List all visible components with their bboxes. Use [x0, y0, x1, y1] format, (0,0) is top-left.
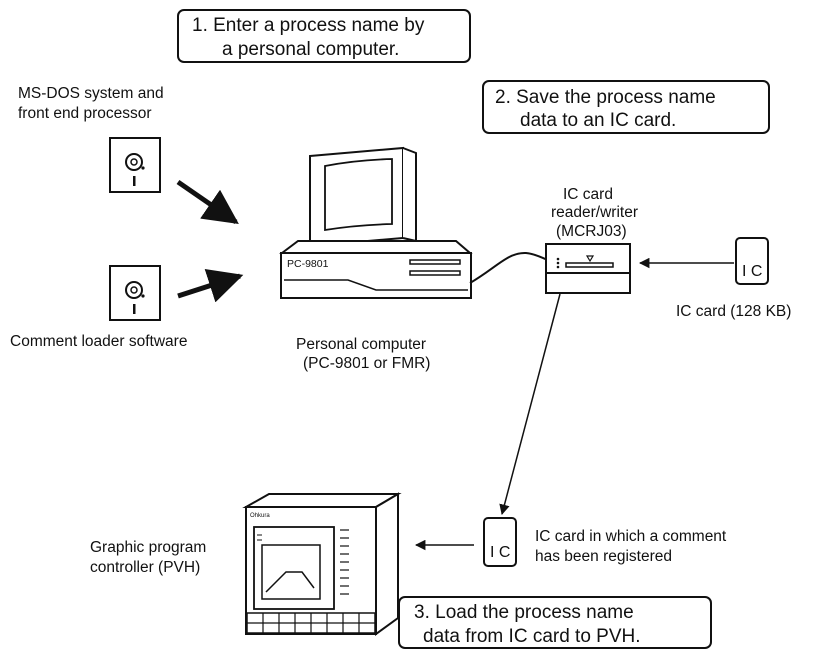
- ic-card-registered-mark: I C: [490, 544, 510, 561]
- controller-pvh-icon: Ohkura: [242, 492, 402, 636]
- pvh-brand: Ohkura: [250, 513, 270, 519]
- ic-card-reader-icon: [545, 243, 631, 294]
- step2-line2: data to an IC card.: [520, 110, 676, 131]
- step3-box: 3. Load the process name data from IC ca…: [398, 596, 712, 649]
- floppy-disk-icon: [109, 265, 161, 321]
- step3-line1: 3. Load the process name: [414, 602, 634, 623]
- ic-card-icon: I C: [483, 517, 517, 567]
- ic-registered-label-line1: IC card in which a comment: [535, 528, 727, 545]
- loader-arrow: [177, 269, 244, 303]
- step1-box: 1. Enter a process name by a personal co…: [177, 9, 471, 63]
- step2-line1: 2. Save the process name: [495, 87, 716, 108]
- pc-label-line1: Personal computer: [296, 336, 426, 353]
- step1-line2: a personal computer.: [222, 39, 399, 60]
- step2-box: 2. Save the process name data to an IC c…: [482, 80, 770, 134]
- reader-label-line3: (MCRJ03): [556, 223, 627, 240]
- pc-model-label: PC-9801: [287, 258, 329, 270]
- ic-card-mark: I C: [742, 263, 762, 280]
- ic-registered-label-line2: has been registered: [535, 548, 672, 565]
- pc-reader-cable: [469, 251, 549, 284]
- reader-label-line1: IC card: [563, 186, 613, 203]
- reader-label-line2: reader/writer: [551, 204, 638, 221]
- pc-label-line2: (PC-9801 or FMR): [303, 355, 430, 372]
- ic-card-icon: I C: [735, 237, 769, 285]
- msdos-label-line1: MS-DOS system and: [18, 85, 164, 102]
- reader-to-card-arrow: [499, 293, 561, 516]
- controller-label-line1: Graphic program: [90, 539, 206, 556]
- comment-loader-label: Comment loader software: [10, 333, 187, 350]
- msdos-arrow: [176, 179, 239, 225]
- personal-computer-icon: PC-9801: [279, 146, 473, 299]
- controller-label-line2: controller (PVH): [90, 559, 200, 576]
- ic-card-label: IC card (128 KB): [676, 303, 791, 320]
- step1-line1: 1. Enter a process name by: [192, 15, 425, 36]
- msdos-label-line2: front end processor: [18, 105, 152, 122]
- floppy-disk-icon: [109, 137, 161, 193]
- step3-line2: data from IC card to PVH.: [423, 626, 641, 647]
